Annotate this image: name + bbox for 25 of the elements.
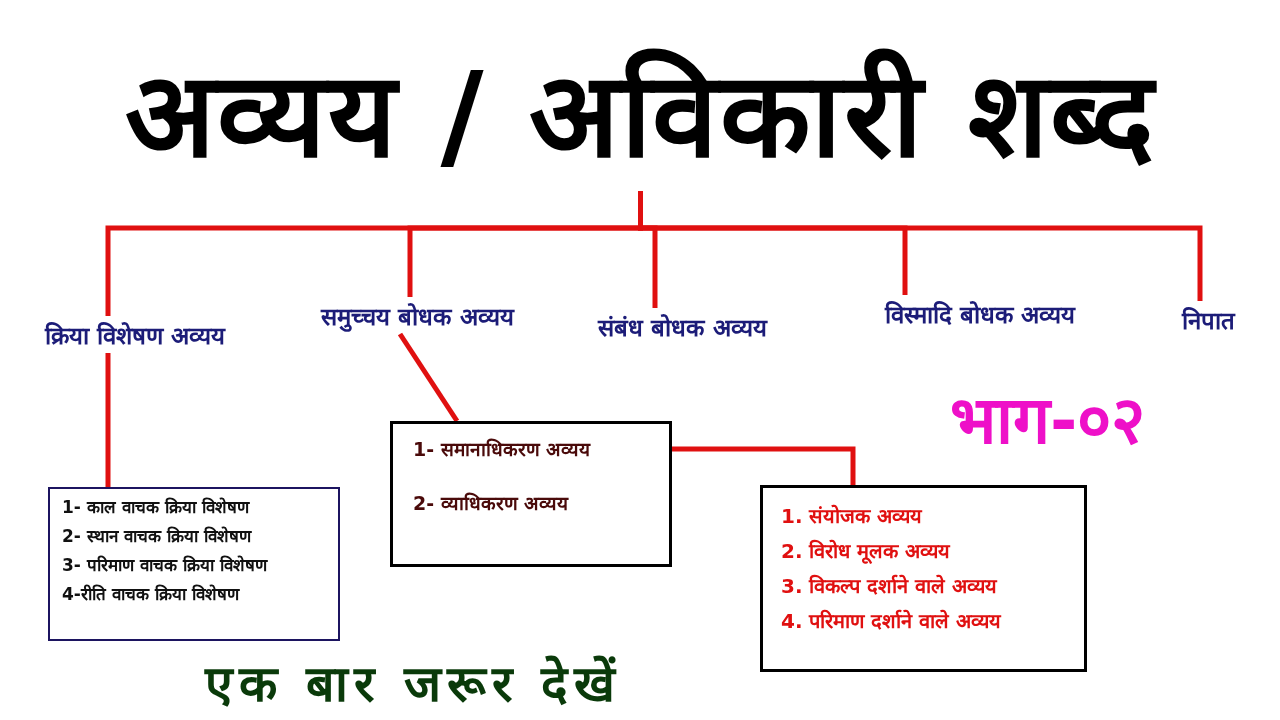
list-item: 1. संयोजक अव्यय bbox=[781, 503, 924, 529]
list-item: 3- परिमाण वाचक क्रिया विशेषण bbox=[62, 554, 269, 576]
list-item: 4. परिमाण दर्शाने वाले अव्यय bbox=[781, 608, 1003, 634]
list-item: 4-रीति वाचक क्रिया विशेषण bbox=[62, 583, 241, 605]
list-item: 2- स्थान वाचक क्रिया विशेषण bbox=[62, 525, 253, 547]
heading: अव्यय / अविकारी शब्द bbox=[124, 30, 1156, 191]
list-box bbox=[760, 485, 1087, 672]
category-label: संबंध बोधक अव्यय bbox=[598, 310, 767, 343]
list-box bbox=[48, 487, 340, 641]
connector-line bbox=[397, 332, 460, 423]
connector-line bbox=[672, 446, 856, 485]
connector-line bbox=[105, 353, 111, 487]
list-item: 1- काल वाचक क्रिया विशेषण bbox=[62, 496, 251, 518]
part-label: भाग-०२ bbox=[950, 381, 1146, 461]
list-item: 3. विकल्प दर्शाने वाले अव्यय bbox=[781, 573, 999, 599]
list-item: 2- व्याधिकरण अव्यय bbox=[413, 491, 570, 516]
tagline: एक बार जरूर देखें bbox=[205, 654, 622, 715]
list-item: 1- समानाधिकरण अव्यय bbox=[413, 437, 592, 462]
category-label: विस्मादि बोधक अव्यय bbox=[884, 297, 1076, 330]
category-label: समुच्चय बोधक अव्यय bbox=[321, 299, 514, 332]
category-label: निपात bbox=[1181, 303, 1235, 336]
list-item: 2. विरोध मूलक अव्यय bbox=[781, 538, 952, 564]
connector-line bbox=[638, 191, 1203, 301]
list-box bbox=[390, 421, 672, 567]
category-label: क्रिया विशेषण अव्यय bbox=[44, 318, 226, 351]
